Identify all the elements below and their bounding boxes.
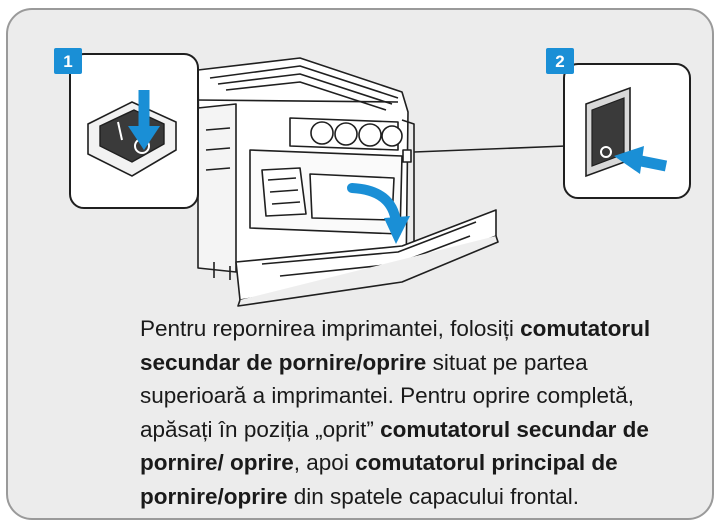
- badge-2: 2: [546, 48, 574, 74]
- callout-leader-line: [195, 99, 399, 103]
- callout-leader-line: [413, 145, 567, 153]
- printer-drawing: [197, 57, 499, 307]
- curved-arrow-head-icon: [384, 216, 410, 244]
- emphasis-secondary-switch: comutatorul secundar de pornire/oprire: [140, 316, 651, 375]
- inset-1: [69, 53, 199, 209]
- emphasis-secondary-switch-2: comutatorul secundar de pornire/ oprire: [140, 416, 649, 476]
- svg-text:1: 1: [63, 52, 72, 71]
- svg-text:2: 2: [555, 52, 564, 71]
- curved-arrow-icon: [347, 183, 401, 227]
- badge-1: 1: [54, 48, 82, 74]
- instruction-text: Pentru repornirea imprimantei, folosiți …: [140, 316, 651, 509]
- inset-2: [563, 63, 691, 199]
- emphasis-main-switch: comutatorul principal de pornire/oprire: [140, 450, 618, 509]
